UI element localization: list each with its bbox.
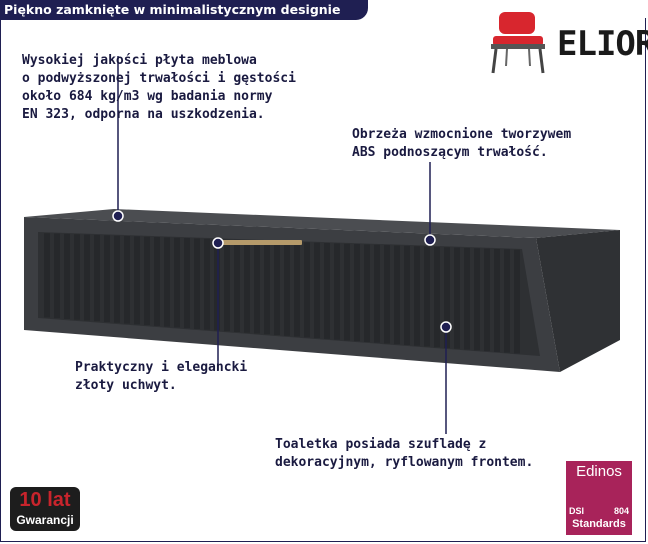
drawer-rib bbox=[384, 245, 390, 344]
note-abs-edges: Obrzeża wzmocnione tworzywem ABS podnosz… bbox=[352, 127, 572, 160]
marker-dot-edges bbox=[424, 234, 436, 246]
drawer-rib bbox=[134, 236, 140, 325]
drawer-rib bbox=[484, 248, 490, 352]
drawer-rib bbox=[284, 241, 290, 336]
frame-border bbox=[0, 18, 646, 542]
drawer-rib bbox=[444, 247, 450, 349]
gold-handle bbox=[218, 240, 302, 245]
marker-dot-board bbox=[112, 210, 124, 222]
drawer-rib bbox=[94, 234, 100, 322]
drawer-rib bbox=[334, 243, 340, 340]
marker-dot-handle bbox=[212, 237, 224, 249]
drawer-rib bbox=[44, 233, 50, 318]
note-drawer: Toaletka posiada szufladę z dekoracyjnym… bbox=[275, 437, 534, 470]
warranty-years: 10 lat bbox=[19, 489, 71, 511]
drawer-rib bbox=[144, 236, 150, 326]
drawer-rib bbox=[244, 240, 250, 333]
drawer-rib bbox=[124, 236, 130, 324]
drawer-rib bbox=[214, 239, 220, 331]
edinos-dsi: DSI bbox=[569, 506, 585, 516]
drawer-rib bbox=[364, 244, 370, 342]
drawer-rib bbox=[434, 246, 440, 348]
drawer-rib bbox=[54, 233, 60, 319]
drawer-rib bbox=[104, 235, 110, 323]
drawer-rib bbox=[424, 246, 430, 347]
drawer-rib bbox=[494, 249, 500, 352]
cabinet-top bbox=[24, 209, 620, 238]
edinos-certificate: Edinos DSI 804 Standards bbox=[566, 461, 632, 535]
title-banner: Piękno zamknięte w minimalistycznym desi… bbox=[0, 0, 368, 20]
red-chair-icon bbox=[491, 12, 545, 74]
marker-dot-drawer bbox=[440, 321, 452, 333]
edinos-standards: Standards bbox=[572, 518, 626, 530]
brand-logo: ELIOR bbox=[557, 24, 648, 64]
cabinet-side bbox=[536, 230, 620, 372]
drawer-rib bbox=[354, 244, 360, 342]
note-board-quality: Wysokiej jakości płyta meblowa o podwyżs… bbox=[22, 53, 296, 122]
note-gold-handle: Praktyczny i elegancki złoty uchwyt. bbox=[75, 360, 248, 393]
drawer-rib bbox=[174, 237, 180, 328]
drawer-rib bbox=[404, 245, 410, 345]
drawer-rib bbox=[64, 233, 70, 319]
drawer-rib bbox=[314, 242, 320, 339]
warranty-label: Gwarancji bbox=[16, 513, 74, 527]
drawer-rib bbox=[224, 239, 230, 332]
edinos-name: Edinos bbox=[576, 463, 622, 480]
drawer-ribs bbox=[44, 233, 520, 354]
drawer-rib bbox=[204, 238, 210, 330]
drawer-rib bbox=[264, 240, 270, 335]
drawer-rib bbox=[154, 237, 160, 326]
drawer-rib bbox=[74, 234, 80, 320]
drawer-rib bbox=[514, 249, 520, 354]
warranty-badge: 10 lat Gwarancji bbox=[10, 487, 80, 531]
drawer-rib bbox=[504, 249, 510, 353]
drawer-rib bbox=[344, 243, 350, 341]
page-title: Piękno zamknięte w minimalistycznym desi… bbox=[4, 2, 341, 17]
drawer-rib bbox=[454, 247, 460, 349]
drawer-rib bbox=[84, 234, 90, 321]
drawer-rib bbox=[324, 243, 330, 339]
drawer-rib bbox=[164, 237, 170, 327]
drawer-rib bbox=[274, 241, 280, 336]
drawer-rib bbox=[464, 247, 470, 350]
drawer-rib bbox=[114, 235, 120, 323]
drawer-rib bbox=[234, 239, 240, 332]
drawer-rib bbox=[394, 245, 400, 345]
drawer-rib bbox=[474, 248, 480, 351]
drawer-rib bbox=[294, 241, 300, 337]
drawer-rib bbox=[374, 244, 380, 343]
edinos-number: 804 bbox=[613, 506, 629, 516]
drawer-rib bbox=[304, 242, 310, 338]
drawer-rib bbox=[414, 246, 420, 346]
drawer-rib bbox=[194, 238, 200, 329]
drawer-rib bbox=[184, 238, 190, 329]
drawer-rib bbox=[254, 240, 260, 334]
